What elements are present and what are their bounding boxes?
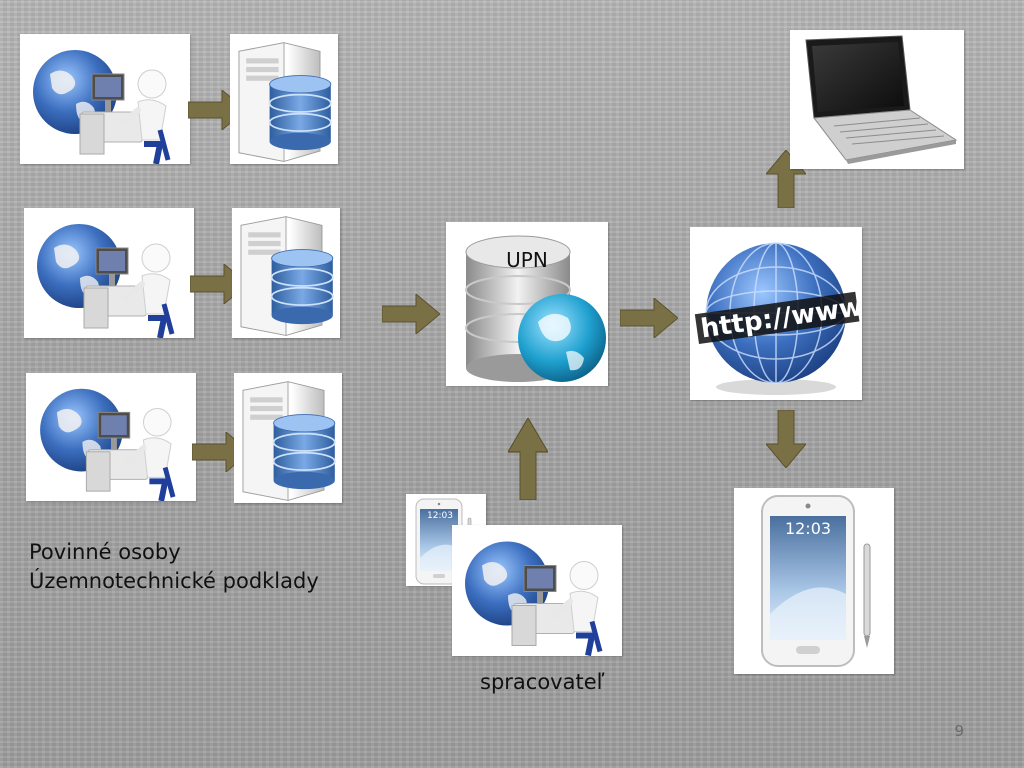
server-database-icon <box>238 41 332 163</box>
arrow-right-to-upn <box>382 294 440 334</box>
user-computer-processor <box>452 525 622 656</box>
small-phone-time: 12:03 <box>427 511 453 521</box>
caption-uzemnotechnicke-podklady: Územnotechnické podklady <box>29 569 319 593</box>
upn-label: UPN <box>506 248 548 272</box>
smartphone-icon: 12:03 <box>761 495 871 667</box>
smartphone-large: 12:03 <box>734 488 894 674</box>
server-database-icon <box>242 380 336 502</box>
user-computer-3 <box>26 373 196 501</box>
database-globe-icon <box>465 235 606 382</box>
server-database-icon <box>240 215 334 337</box>
phone-time: 12:03 <box>785 519 831 538</box>
laptop-icon <box>805 35 958 164</box>
caption-povinne-osoby: Povinné osoby <box>29 540 181 564</box>
laptop <box>790 30 964 169</box>
server-db-2 <box>232 208 340 338</box>
user-computer-1 <box>20 34 190 164</box>
user-computer-2 <box>24 208 194 338</box>
web-globe-icon: http://www <box>694 242 862 395</box>
arrow-down-to-phone <box>766 410 806 468</box>
user-computer-globe-icon <box>20 34 190 164</box>
server-db-3 <box>234 373 342 503</box>
upn-database: UPN <box>446 222 608 386</box>
user-computer-globe-icon <box>24 208 194 338</box>
user-computer-globe-icon <box>26 373 196 501</box>
caption-spracovatel: spracovateľ <box>480 670 605 694</box>
arrow-right-to-web <box>620 298 678 338</box>
user-computer-globe-icon <box>452 525 622 656</box>
page-number: 9 <box>954 722 964 740</box>
server-db-1 <box>230 34 338 164</box>
arrow-up-to-upn <box>508 418 548 500</box>
web-globe: http://www <box>690 227 862 400</box>
